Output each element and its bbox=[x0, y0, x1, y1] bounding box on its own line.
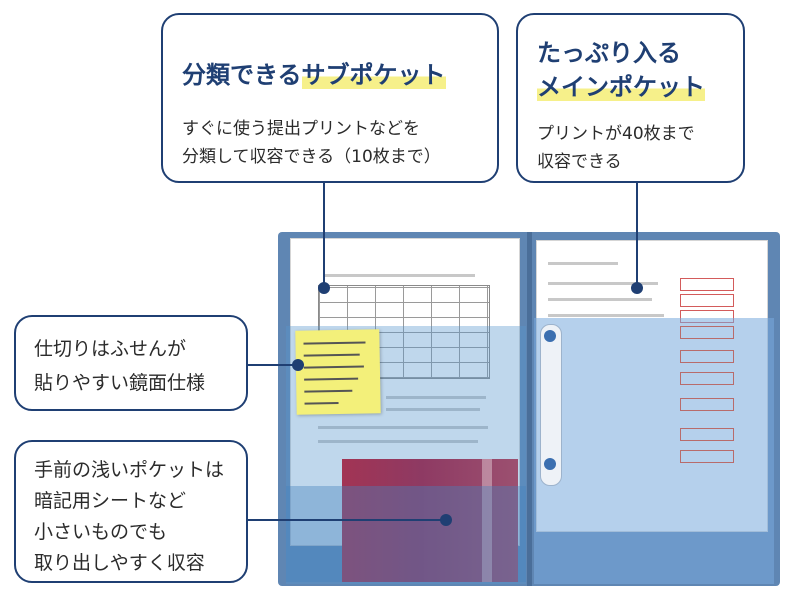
callout-front-pocket-line-2: 暗記用シートなど bbox=[34, 490, 187, 512]
answer-box bbox=[680, 398, 734, 411]
callout-front-pocket-line-3: 小さいものでも bbox=[34, 521, 168, 543]
paper-heading bbox=[548, 262, 618, 265]
folder-clip bbox=[540, 324, 562, 486]
callout-main-pocket-title-2: メインポケット bbox=[537, 67, 705, 102]
callout-sub-pocket-desc-2: 分類して収容できる（10枚まで） bbox=[182, 147, 441, 167]
front-pocket bbox=[286, 486, 526, 582]
callout-sub-pocket-title: 分類できるサブポケット bbox=[182, 55, 446, 90]
answer-box bbox=[680, 450, 734, 463]
callout-main-pocket: たっぷり入る メインポケット プリントが40枚まで 収容できる bbox=[516, 13, 745, 183]
paper-line bbox=[548, 314, 664, 317]
answer-box bbox=[680, 278, 734, 291]
answer-box bbox=[680, 326, 734, 339]
leader-line-divider bbox=[246, 364, 298, 366]
answer-box bbox=[680, 350, 734, 363]
callout-sub-pocket: 分類できるサブポケット すぐに使う提出プリントなどを 分類して収容できる（10枚… bbox=[161, 13, 499, 183]
paper-heading bbox=[325, 274, 475, 277]
leader-line-sub-pocket bbox=[323, 180, 325, 288]
callout-main-pocket-title-1: たっぷり入る bbox=[537, 39, 681, 67]
callout-sub-pocket-title-plain: 分類できる bbox=[182, 61, 302, 89]
leader-line-front-pocket bbox=[246, 519, 446, 521]
callout-divider-line-1: 仕切りはふせんが bbox=[34, 338, 187, 360]
leader-dot-divider bbox=[292, 359, 304, 371]
paper-line bbox=[386, 408, 480, 411]
callout-front-pocket-line-4: 取り出しやすく収容 bbox=[34, 552, 205, 574]
leader-dot-main-pocket bbox=[631, 282, 643, 294]
callout-front-pocket: 手前の浅いポケットは 暗記用シートなど 小さいものでも 取り出しやすく収容 bbox=[14, 440, 248, 583]
callout-sub-pocket-title-highlight: サブポケット bbox=[301, 61, 446, 89]
callout-main-pocket-desc-1: プリントが40枚まで bbox=[537, 124, 695, 144]
sticky-note bbox=[295, 329, 381, 415]
callout-main-pocket-desc-2: 収容できる bbox=[537, 152, 622, 172]
paper-line bbox=[318, 440, 478, 443]
callout-divider: 仕切りはふせんが 貼りやすい鏡面仕様 bbox=[14, 315, 248, 411]
paper-line bbox=[386, 396, 486, 399]
leader-dot-front-pocket bbox=[440, 514, 452, 526]
leader-dot-sub-pocket bbox=[318, 282, 330, 294]
clip-rivet bbox=[544, 330, 556, 342]
clip-rivet bbox=[544, 458, 556, 470]
answer-box bbox=[680, 294, 734, 307]
leader-line-main-pocket bbox=[636, 180, 638, 288]
callout-divider-line-2: 貼りやすい鏡面仕様 bbox=[34, 372, 206, 394]
callout-sub-pocket-desc-1: すぐに使う提出プリントなどを bbox=[182, 119, 420, 139]
callout-front-pocket-line-1: 手前の浅いポケットは bbox=[34, 459, 225, 481]
callout-main-pocket-title-highlight: メインポケット bbox=[537, 73, 705, 101]
main-pocket bbox=[534, 318, 774, 584]
paper-line bbox=[318, 426, 488, 429]
answer-box bbox=[680, 428, 734, 441]
answer-box bbox=[680, 372, 734, 385]
paper-line bbox=[548, 298, 652, 301]
folder-spine bbox=[527, 232, 532, 586]
paper-line bbox=[548, 282, 658, 285]
